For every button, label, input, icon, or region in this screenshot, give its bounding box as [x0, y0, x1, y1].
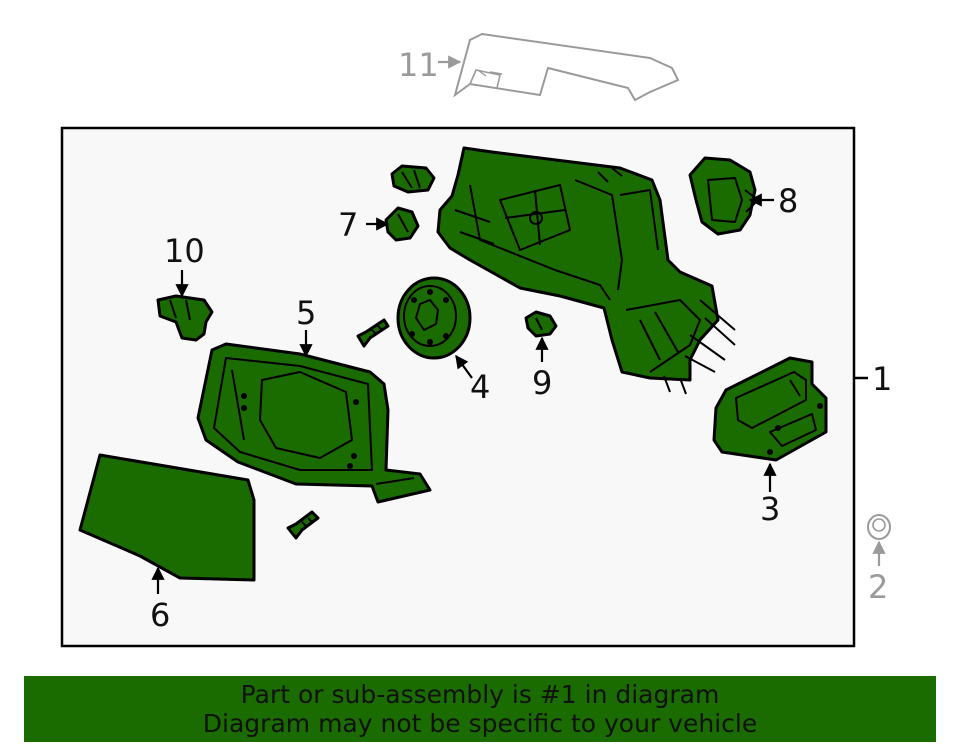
part-4-motor[interactable] — [396, 276, 472, 360]
disclaimer-banner: Part or sub-assembly is #1 in diagram Di… — [24, 676, 936, 742]
callout-8: 8 — [778, 182, 798, 220]
callout-10: 10 — [164, 232, 205, 270]
callout-4-arrow — [455, 354, 473, 379]
callout-5: 5 — [296, 294, 316, 332]
callout-1: 1 — [872, 360, 892, 398]
part-1-mirror-housing[interactable] — [436, 146, 736, 395]
part-2-nut[interactable] — [867, 514, 891, 540]
callout-7: 7 — [338, 206, 358, 244]
callout-2: 2 — [868, 568, 888, 606]
callout-9: 9 — [532, 364, 552, 402]
part-9-clip[interactable] — [524, 310, 558, 338]
part-6-mirror-glass[interactable] — [78, 453, 256, 582]
banner-line-2: Diagram may not be specific to your vehi… — [202, 709, 758, 738]
screw-upper[interactable] — [356, 318, 390, 348]
screw-lower[interactable] — [286, 510, 320, 540]
callout-6: 6 — [150, 596, 170, 634]
part-7-connector[interactable] — [384, 164, 436, 242]
callout-11: 11 — [398, 46, 439, 84]
part-3-signal-module[interactable] — [712, 356, 828, 462]
part-10-sensor[interactable] — [156, 294, 214, 342]
banner-line-1: Part or sub-assembly is #1 in diagram — [240, 680, 720, 709]
part-5-backing-plate[interactable] — [196, 342, 432, 504]
part-11-mirror-cap[interactable] — [453, 32, 680, 102]
callout-3: 3 — [760, 490, 780, 528]
callout-4: 4 — [470, 368, 490, 406]
